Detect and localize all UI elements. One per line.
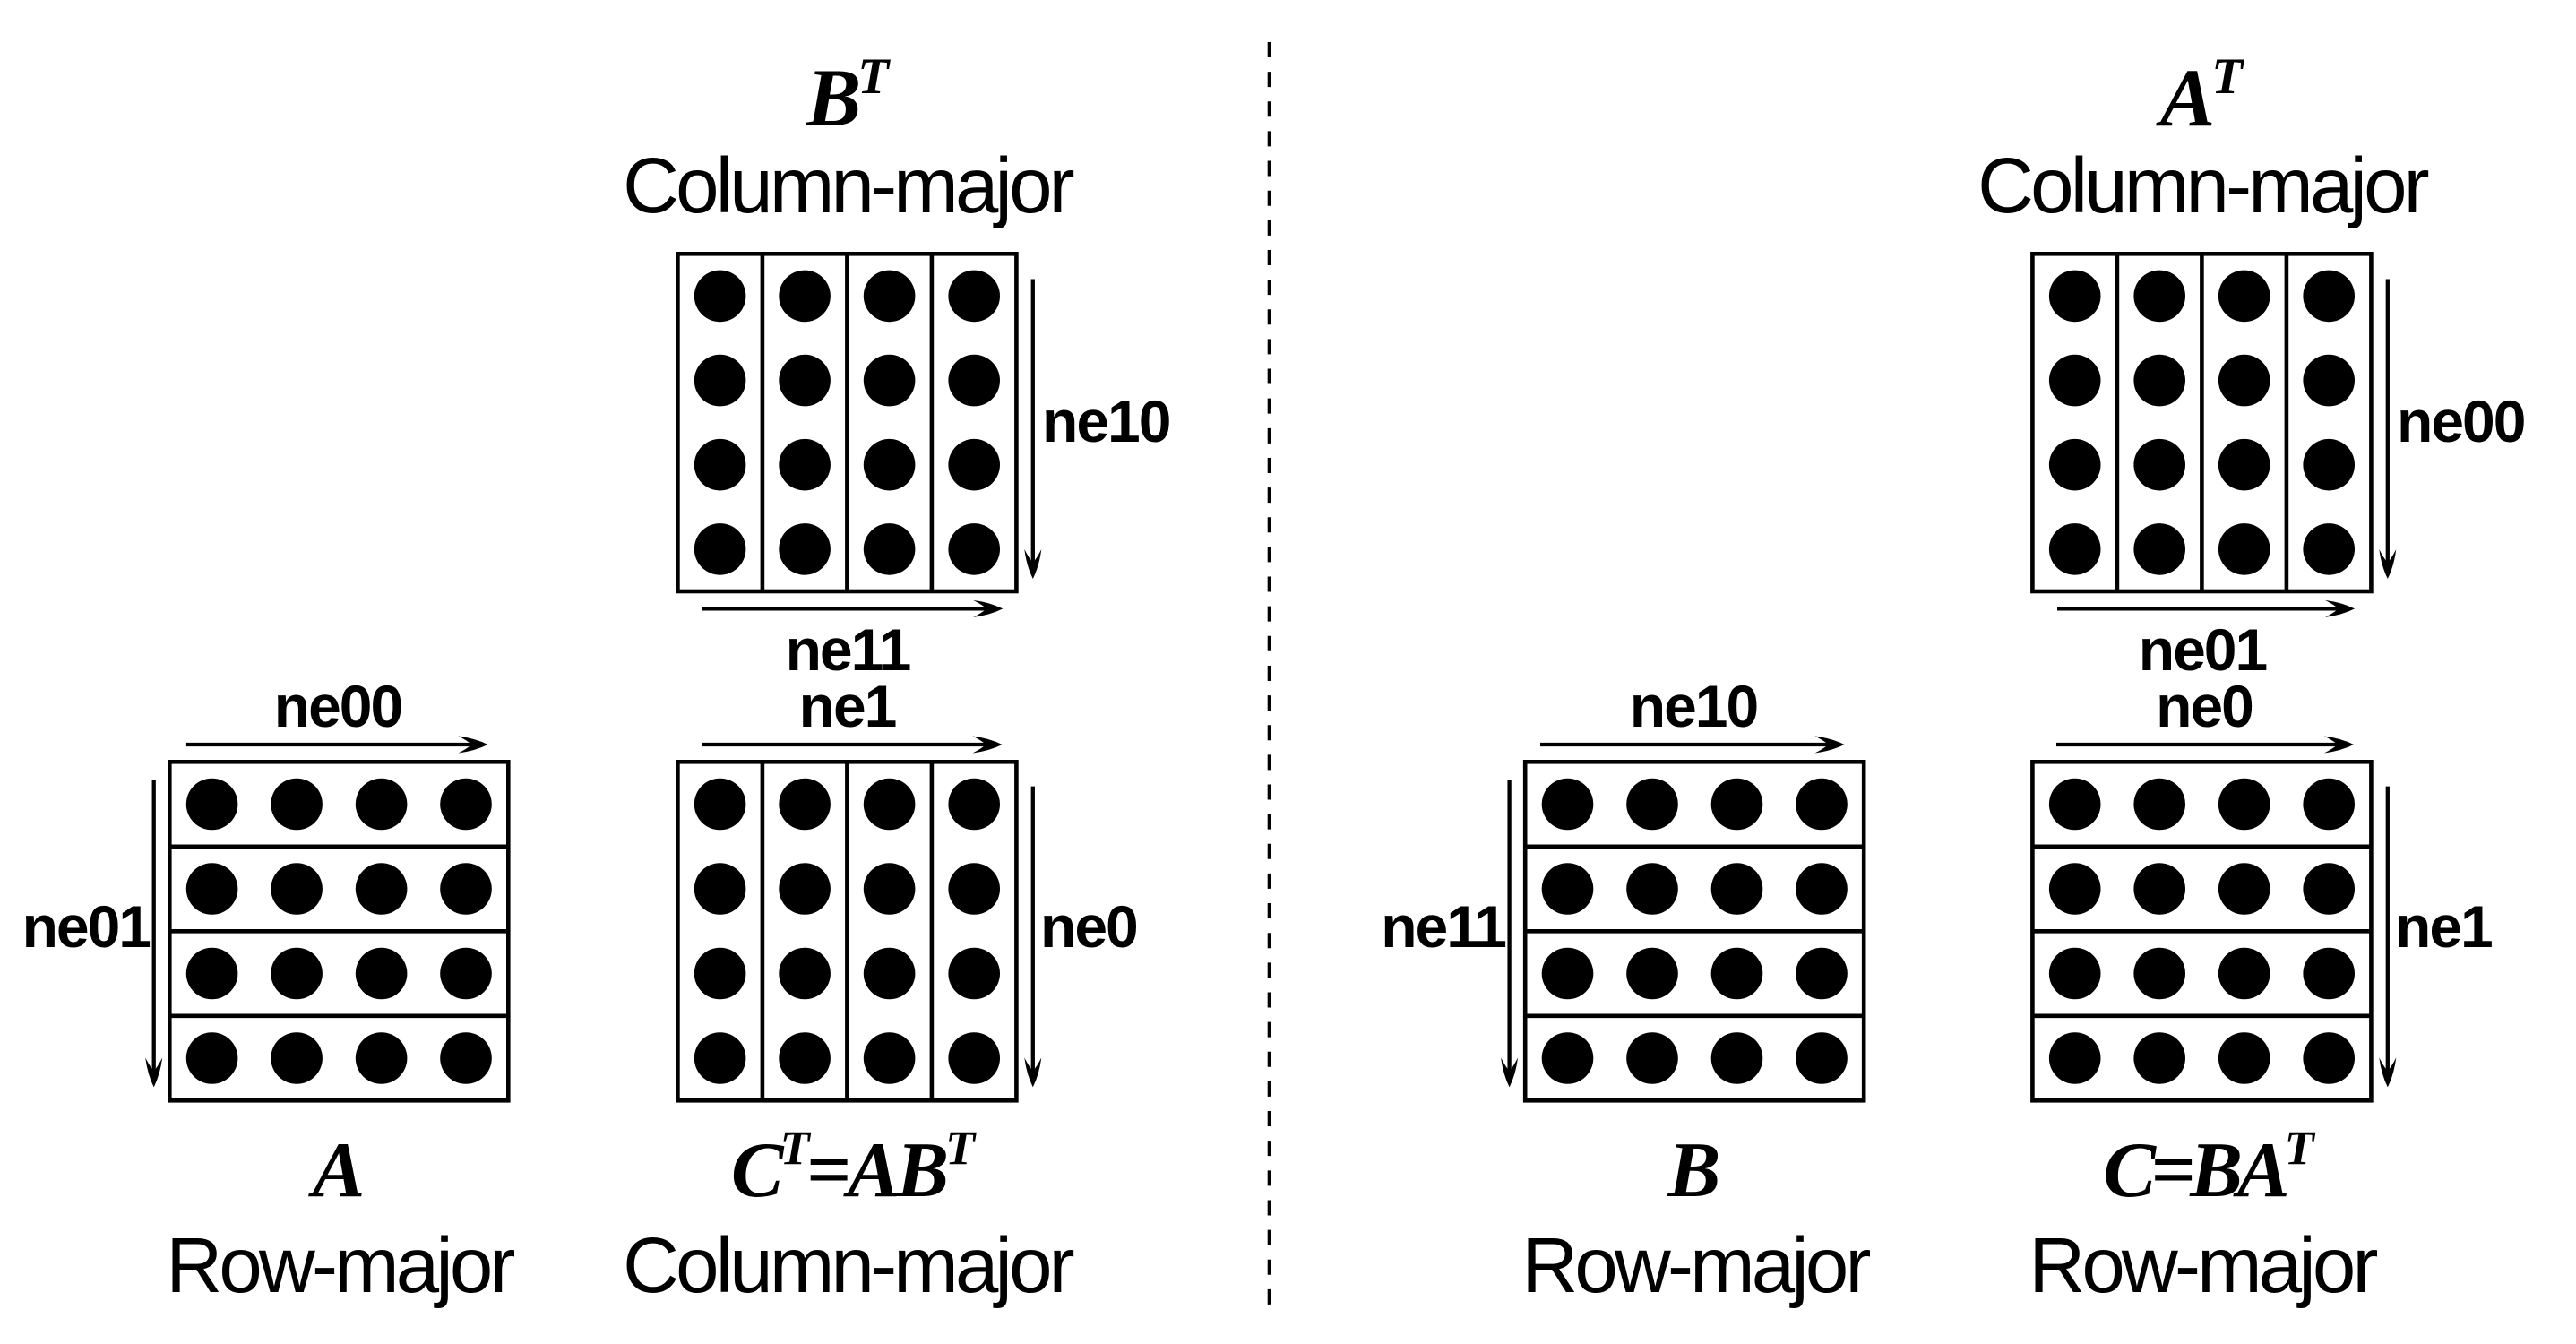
svg-text:Row-major: Row-major [2029,1222,2377,1309]
svg-text:ne0: ne0 [2156,673,2253,739]
svg-text:Row-major: Row-major [166,1222,514,1309]
svg-text:ne01: ne01 [22,893,151,960]
svg-text:ne11: ne11 [786,616,910,683]
svg-text:C=BAT​: C=BAT​ [2103,1121,2315,1214]
svg-text:Column-major: Column-major [623,142,1074,229]
svg-text:CT​=ABT​: CT​=ABT​ [731,1121,977,1214]
svg-text:ne1: ne1 [799,673,896,739]
svg-text:ne1: ne1 [2395,893,2492,960]
svg-text:B: B [1667,1127,1719,1214]
svg-text:Column-major: Column-major [1977,142,2429,229]
svg-text:ne10: ne10 [1630,673,1757,739]
svg-text:Column-major: Column-major [623,1222,1074,1309]
svg-text:Row-major: Row-major [1521,1222,1870,1309]
svg-text:ne00: ne00 [2397,388,2524,454]
svg-text:ne0: ne0 [1040,893,1137,960]
svg-text:ne10: ne10 [1042,388,1169,454]
svg-text:ne11: ne11 [1381,893,1505,960]
svg-text:ne00: ne00 [274,673,401,739]
svg-text:ne01: ne01 [2139,616,2267,683]
svg-text:A: A [308,1127,363,1214]
